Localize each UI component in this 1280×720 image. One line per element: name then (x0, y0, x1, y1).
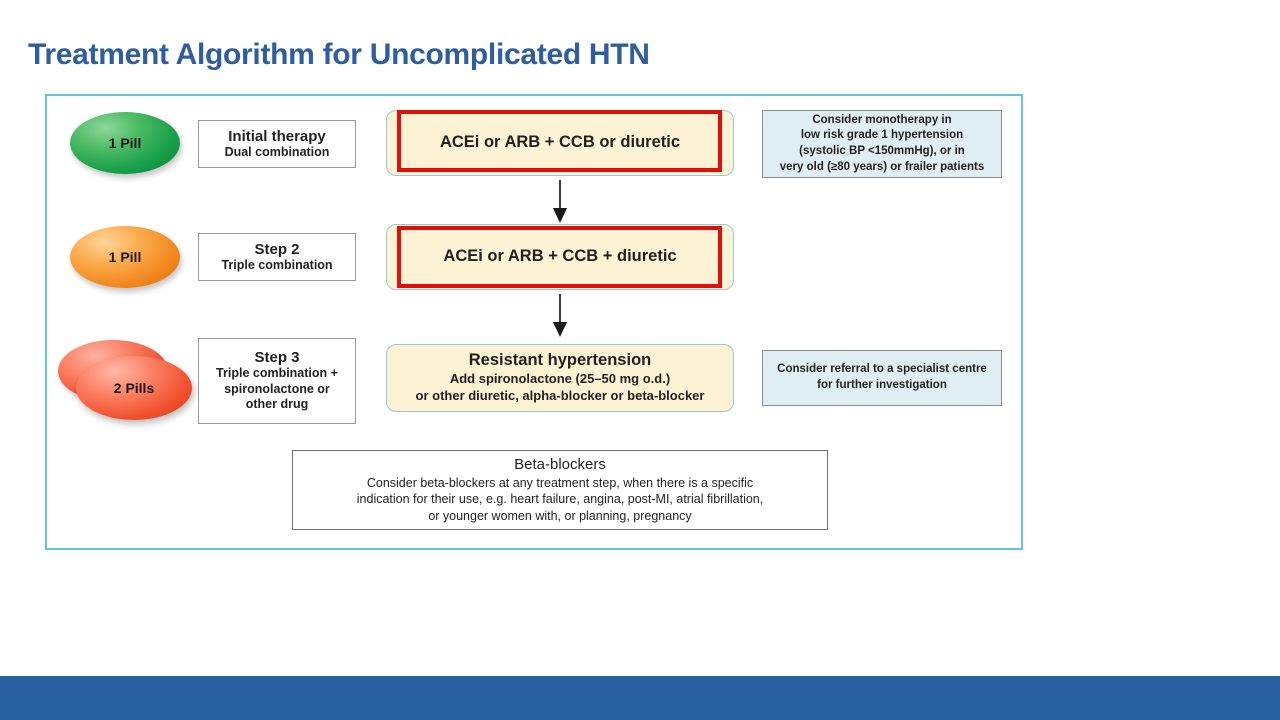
beta-blockers-line: Consider beta-blockers at any treatment … (366, 475, 754, 490)
note-line: for further investigation (817, 379, 947, 391)
note-box-referral: Consider referral to a specialist centre… (762, 350, 1002, 406)
step-subtitle-row3-line3: other drug (245, 397, 309, 412)
note-line: very old (≥80 years) or frailer patients (779, 160, 985, 173)
treatment-box-row3: Resistant hypertension Add spironolacton… (386, 344, 734, 412)
page-title: Treatment Algorithm for Uncomplicated HT… (28, 38, 650, 71)
step-subtitle-row2: Triple combination (221, 257, 333, 272)
pill-label-row2: 1 Pill (108, 249, 142, 265)
note-line: Consider monotherapy in (812, 113, 952, 126)
note-line: low risk grade 1 hypertension (800, 129, 964, 142)
step-box-row2: Step 2 Triple combination (198, 233, 356, 281)
note-line: (systolic BP <150mmHg), or in (799, 145, 965, 157)
step-title-row2: Step 2 (254, 240, 300, 258)
beta-blockers-box: Beta-blockers Consider beta-blockers at … (292, 450, 828, 530)
treatment-text-row3: Resistant hypertension (468, 351, 652, 370)
step-title-row3: Step 3 (254, 348, 300, 366)
beta-blockers-line: indication for their use, e.g. heart fai… (356, 492, 764, 507)
treatment-text-row2: ACEi or ARB + CCB + diuretic (443, 247, 677, 266)
step-subtitle-row3-line2: spironolactone or (224, 381, 330, 396)
beta-blockers-line: or younger women with, or planning, preg… (428, 508, 692, 523)
beta-blockers-title: Beta-blockers (514, 455, 606, 473)
pill-badge-row1: 1 Pill (70, 112, 180, 174)
footer-bar (0, 676, 1280, 720)
pill-badge-row3: 2 Pills (76, 356, 192, 420)
treatment-subtext-row3-line1: Add spironolactone (25–50 mg o.d.) (449, 371, 671, 386)
step-box-row3: Step 3 Triple combination + spironolacto… (198, 338, 356, 424)
step-title-row1: Initial therapy (228, 127, 326, 145)
step-subtitle-row1: Dual combination (224, 144, 330, 159)
treatment-box-row2: ACEi or ARB + CCB + diuretic (386, 224, 734, 290)
note-box-monotherapy: Consider monotherapy in low risk grade 1… (762, 110, 1002, 178)
arrow-step1-to-step2-icon (548, 180, 572, 229)
treatment-subtext-row3-line2: or other diuretic, alpha-blocker or beta… (415, 387, 705, 403)
treatment-text-row1: ACEi or ARB + CCB or diuretic (439, 133, 681, 152)
pill-badge-row2: 1 Pill (70, 226, 180, 288)
note-line: Consider referral to a specialist centre (777, 363, 987, 376)
pill-label-row1: 1 Pill (108, 135, 142, 151)
treatment-box-row1: ACEi or ARB + CCB or diuretic (386, 110, 734, 176)
step-subtitle-row3-line1: Triple combination + (216, 366, 338, 381)
step-box-row1: Initial therapy Dual combination (198, 120, 356, 168)
pill-label-row3: 2 Pills (113, 380, 155, 396)
arrow-step2-to-step3-icon (548, 294, 572, 343)
